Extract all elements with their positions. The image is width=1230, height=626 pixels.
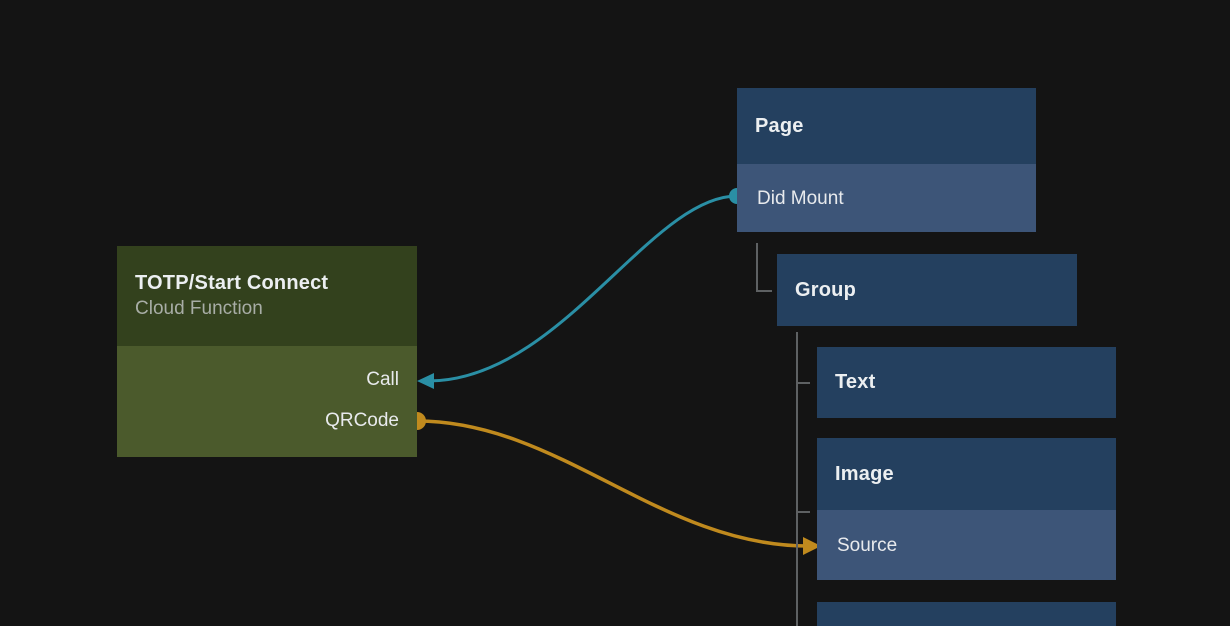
- node-page[interactable]: Page Did Mount: [737, 88, 1036, 232]
- node-title: Image: [835, 462, 894, 485]
- node-header[interactable]: Page: [737, 88, 1036, 164]
- port-call[interactable]: Call: [117, 366, 417, 392]
- node-header[interactable]: Image: [817, 438, 1116, 510]
- wire-qrcode-to-source: [415, 419, 810, 548]
- node-partial-offscreen[interactable]: [817, 602, 1116, 626]
- node-header[interactable]: Text: [817, 347, 1116, 418]
- port-label-qrcode: QRCode: [325, 409, 399, 431]
- node-subtitle: Cloud Function: [135, 297, 263, 319]
- node-header[interactable]: Group: [777, 254, 1077, 326]
- wire-did-mount-to-call-arrowhead: [417, 373, 434, 389]
- tree-elbow-page-to-group-horizontal: [756, 290, 772, 292]
- port-label-did-mount: Did Mount: [757, 187, 844, 209]
- port-label-call: Call: [366, 368, 399, 390]
- node-title: Group: [795, 278, 856, 301]
- node-title: Text: [835, 371, 876, 393]
- node-image[interactable]: Image Source: [817, 438, 1116, 580]
- node-title: TOTP/Start Connect: [135, 271, 329, 294]
- node-title: Page: [755, 114, 804, 137]
- node-header[interactable]: [817, 602, 1116, 626]
- node-text[interactable]: Text: [817, 347, 1116, 418]
- node-header[interactable]: TOTP/Start Connect Cloud Function: [117, 246, 417, 346]
- tree-stub-image: [796, 511, 810, 513]
- node-totp-start-connect[interactable]: TOTP/Start Connect Cloud Function Call Q…: [117, 246, 417, 457]
- port-did-mount[interactable]: Did Mount: [737, 164, 1036, 232]
- tree-elbow-page-to-group-vertical: [756, 243, 758, 291]
- tree-rail-group-children: [796, 332, 798, 626]
- port-source[interactable]: Source: [817, 510, 1116, 580]
- tree-stub-text: [796, 382, 810, 384]
- node-group[interactable]: Group: [777, 254, 1077, 326]
- wire-did-mount-to-call: [426, 194, 739, 383]
- port-qrcode[interactable]: QRCode: [117, 407, 417, 433]
- node-body[interactable]: Call QRCode: [117, 346, 417, 457]
- port-label-source: Source: [837, 534, 898, 556]
